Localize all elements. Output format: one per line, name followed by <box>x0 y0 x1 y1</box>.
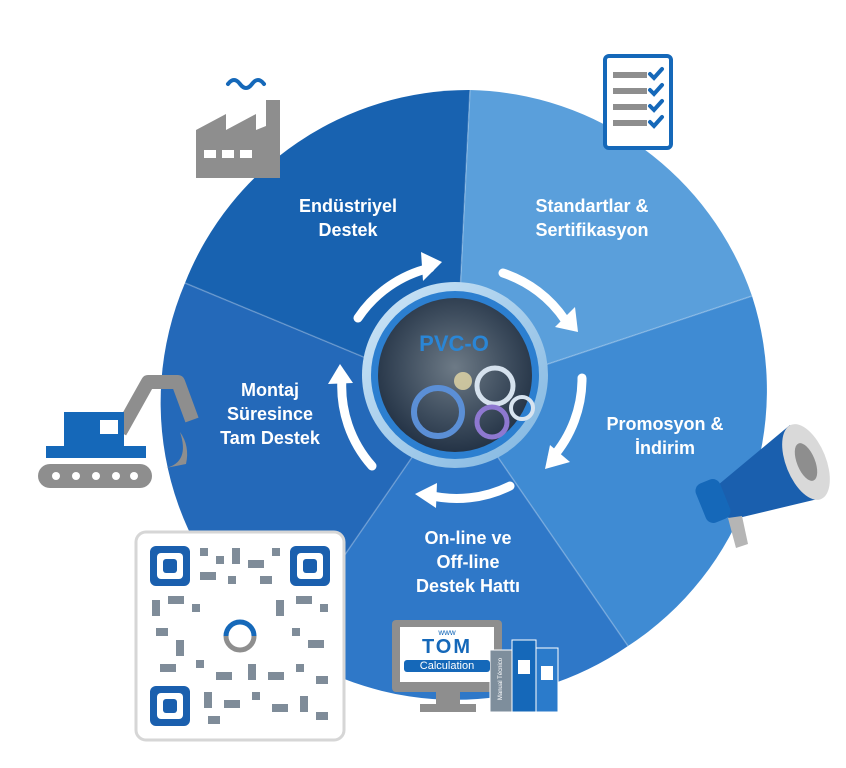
checklist-icon <box>603 54 673 150</box>
arrow-heads <box>328 252 578 508</box>
label-promotion-discount: Promosyon &İndirim <box>606 414 724 458</box>
label-standards-certification: Standartlar &Sertifikasyon <box>535 196 649 240</box>
excavator-icon <box>38 375 199 488</box>
screen-product: Calculation <box>404 660 490 672</box>
computer-binders-icon <box>392 620 559 713</box>
binder-label: Manual Técnico <box>498 657 504 701</box>
screen-www: www <box>438 628 456 637</box>
segment-online-support <box>282 395 628 700</box>
factory-icon <box>196 78 280 178</box>
screen-brand: TOM <box>421 636 473 658</box>
qr-code-icon <box>134 530 346 742</box>
segment-standards <box>455 90 752 395</box>
megaphone-icon <box>695 424 830 548</box>
hub-label: PVC-O <box>419 331 489 356</box>
pvc-o-pipe-hub <box>362 282 548 468</box>
